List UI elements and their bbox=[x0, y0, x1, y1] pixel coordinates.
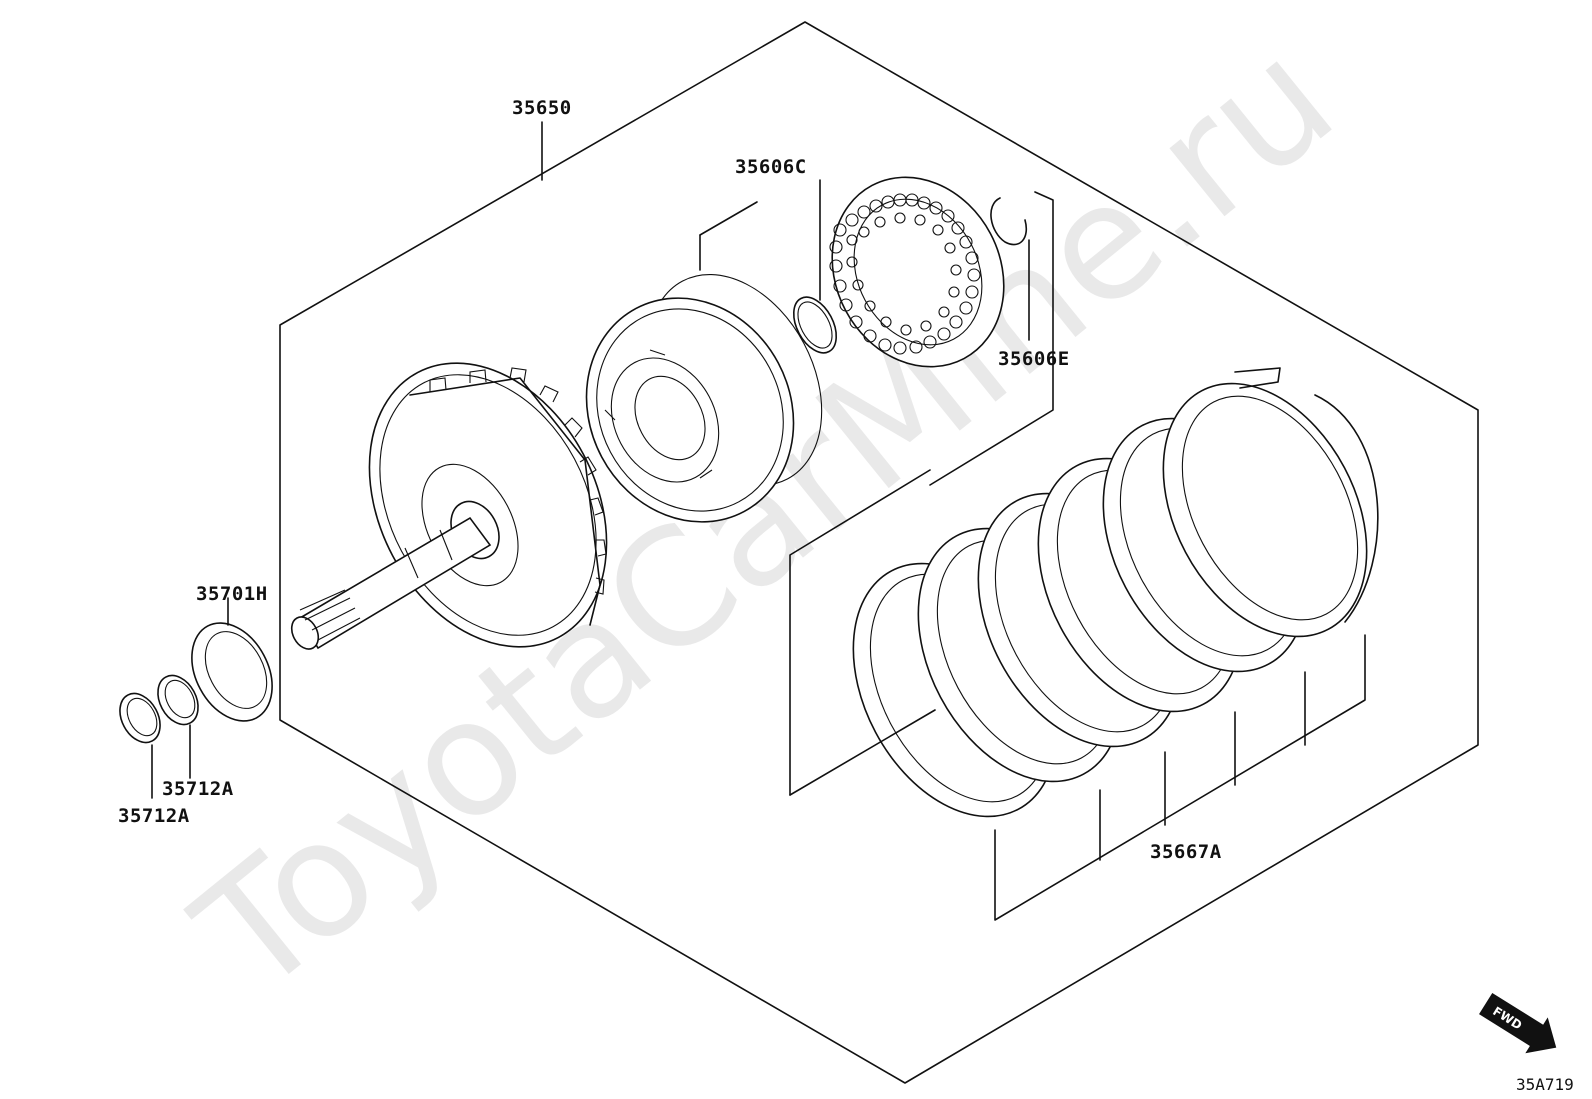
clutch-drum bbox=[290, 362, 608, 650]
thrust-washer-35701h bbox=[191, 622, 273, 722]
o-ring-35606c bbox=[792, 296, 838, 354]
part-label-35667a[interactable]: 35667A bbox=[1150, 841, 1222, 863]
assembly-outline bbox=[279, 21, 1479, 1084]
clutch-plates bbox=[852, 367, 1379, 818]
part-label-35606e[interactable]: 35606E bbox=[998, 348, 1070, 370]
diagram-code: 35A719 bbox=[1516, 1075, 1574, 1094]
fwd-arrow-icon: FWD bbox=[1479, 992, 1557, 1054]
clutch-piston bbox=[585, 273, 823, 523]
part-label-35650[interactable]: 35650 bbox=[512, 97, 572, 119]
piston-group-bracket bbox=[699, 201, 758, 236]
piston-group-right bbox=[929, 191, 1054, 486]
return-spring-retainer bbox=[829, 176, 1005, 368]
part-label-35606c[interactable]: 35606C bbox=[735, 156, 807, 178]
clutch-pack-bracket bbox=[789, 469, 931, 796]
part-label-35712a-lower[interactable]: 35712A bbox=[118, 805, 190, 827]
leader-lines bbox=[151, 121, 1366, 921]
snap-ring-35606e bbox=[990, 197, 1027, 246]
part-label-35701h[interactable]: 35701H bbox=[196, 583, 268, 605]
part-label-35712a-upper[interactable]: 35712A bbox=[162, 778, 234, 800]
